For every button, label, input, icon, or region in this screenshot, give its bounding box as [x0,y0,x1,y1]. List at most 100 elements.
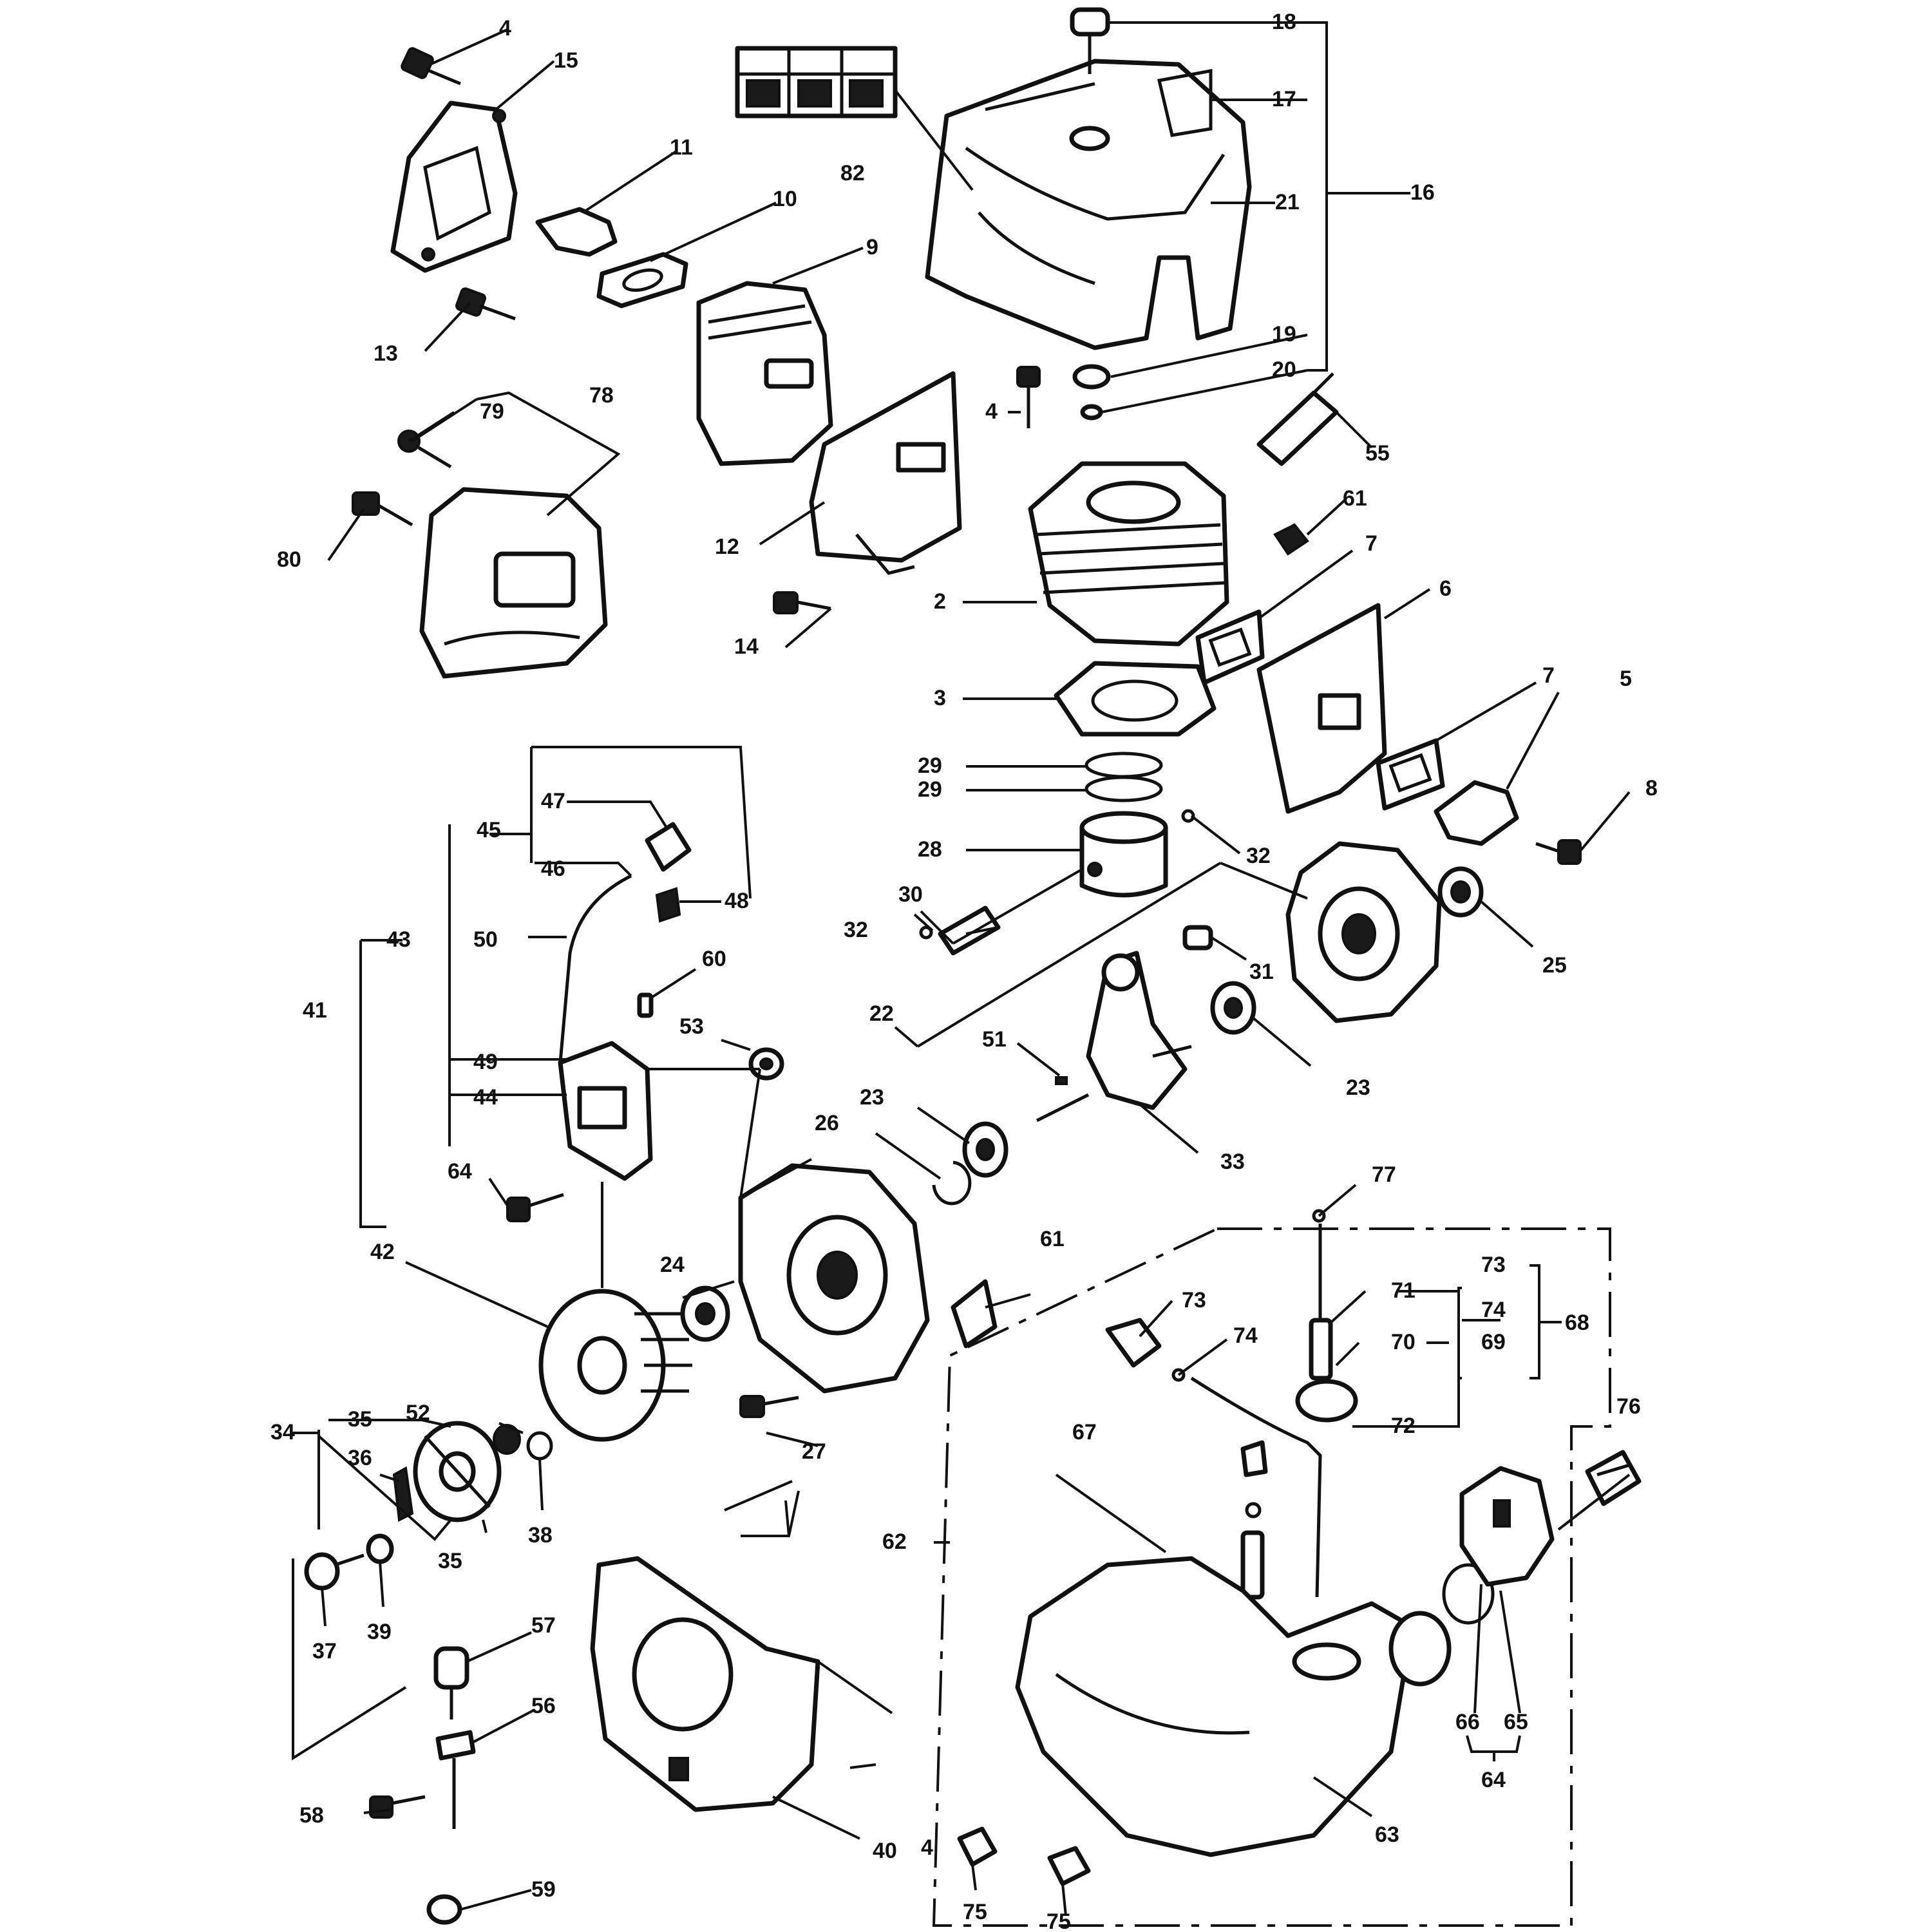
part-63-fuel-tank [1015,1556,1452,1857]
callout-61-bottom: 61 [1040,1227,1065,1251]
callout-65: 65 [1504,1710,1528,1734]
part-73-fitting [1105,1318,1162,1368]
leader-lines [290,21,1631,1917]
part-14-bolt [773,591,831,614]
callout-55: 55 [1365,441,1390,466]
fuel-system-boundary [932,1227,1611,1927]
callout-35-top: 35 [348,1407,372,1432]
part-23-bearing-a [1210,981,1256,1035]
part-12-heat-shield [809,371,962,575]
callout-49: 49 [473,1050,498,1074]
callout-78: 78 [589,383,614,408]
part-57-choke-knob [433,1646,469,1719]
callout-72: 72 [1391,1414,1416,1438]
callout-33: 33 [1220,1150,1245,1174]
callout-27: 27 [802,1439,826,1464]
callout-74: 74 [1233,1323,1258,1348]
callout-23-a: 23 [1346,1075,1370,1100]
callout-7-b: 7 [1542,663,1555,688]
callout-48: 48 [724,889,749,913]
part-47-spark-boot [645,822,692,872]
callout-32-a: 32 [1246,844,1271,868]
part-7-gasket-b [1376,738,1445,811]
callout-labels: 4 15 11 10 9 13 79 78 80 82 18 17 21 16 … [270,10,1658,1932]
part-79-screw [397,430,452,469]
callout-28: 28 [918,837,942,862]
part-44-ignition-coil [558,1041,653,1181]
callout-74-bracket: 74 [1481,1298,1506,1322]
callout-63: 63 [1375,1823,1399,1847]
callout-52: 52 [406,1401,430,1425]
part-28-piston [1079,811,1168,898]
callout-23-b: 23 [860,1085,884,1110]
callout-51: 51 [982,1027,1007,1052]
part-55-spark-plug [1256,372,1339,466]
part-40-fan-housing [590,1556,820,1812]
part-5-holder [1434,780,1519,846]
callout-64-left: 64 [448,1159,472,1184]
part-3-base-gasket [1054,661,1217,737]
callout-12: 12 [715,535,739,559]
callout-80: 80 [277,547,301,572]
callout-20: 20 [1272,357,1296,382]
callout-64-right: 64 [1481,1768,1506,1792]
callout-36: 36 [348,1446,372,1470]
part-75-clip-a [957,1826,998,1867]
part-74-clip [1171,1368,1186,1382]
callout-26: 26 [815,1111,839,1135]
callout-41: 41 [303,998,327,1023]
callout-10: 10 [773,187,797,211]
callout-79: 79 [480,399,504,424]
callout-82: 82 [840,161,865,185]
callout-29-a: 29 [918,753,942,778]
part-24-bearing [680,1285,730,1342]
part-11-clip [535,207,618,257]
callout-17: 17 [1272,87,1296,111]
callout-4-top: 4 [499,16,511,41]
part-53-spacer [748,1047,784,1081]
part-8-bolt [1535,839,1582,865]
part-18-knob [1069,7,1110,151]
part-7-gasket-a [1195,609,1265,685]
callout-11: 11 [670,135,693,160]
callout-4-mid: 4 [985,399,998,424]
part-78-muffler-cover [419,487,608,679]
part-38-washer [526,1431,553,1461]
callout-69: 69 [1481,1330,1506,1354]
callout-32-b: 32 [844,918,868,942]
part-61-clip-bottom [951,1279,998,1349]
callout-8: 8 [1645,776,1658,800]
part-66-cap-gasket [1442,1563,1495,1625]
part-2-cylinder [1028,461,1229,647]
callout-21: 21 [1275,190,1300,214]
callout-56: 56 [531,1694,556,1718]
callout-37: 37 [312,1639,337,1663]
callout-75-a: 75 [963,1900,987,1924]
part-4-bolt-top [401,47,461,86]
part-61-clip-top [1273,523,1309,556]
part-15-bracket [390,100,518,273]
part-37-shoulder-bolt [304,1552,365,1591]
parts-artwork [304,7,1642,1927]
callout-13: 13 [374,341,398,366]
callout-9: 9 [866,235,878,260]
callout-50: 50 [473,927,498,952]
callout-44: 44 [473,1085,498,1110]
part-33-crankshaft [1036,951,1192,1122]
part-4-bolt-mid [1016,366,1041,428]
callout-71: 71 [1391,1278,1416,1303]
part-29-ring-b [1084,775,1163,802]
callout-25: 25 [1542,953,1567,978]
callout-29-b: 29 [918,777,942,802]
part-16-engine-cover [925,59,1252,350]
callout-7-a: 7 [1365,531,1378,556]
callout-53: 53 [679,1014,704,1039]
callout-43: 43 [386,927,411,952]
part-23-bearing-b [962,1121,1009,1178]
callout-40: 40 [873,1839,897,1863]
callout-70: 70 [1391,1330,1416,1354]
callout-15: 15 [554,48,578,73]
part-59-nut [426,1894,462,1925]
part-80-screw [352,491,413,527]
